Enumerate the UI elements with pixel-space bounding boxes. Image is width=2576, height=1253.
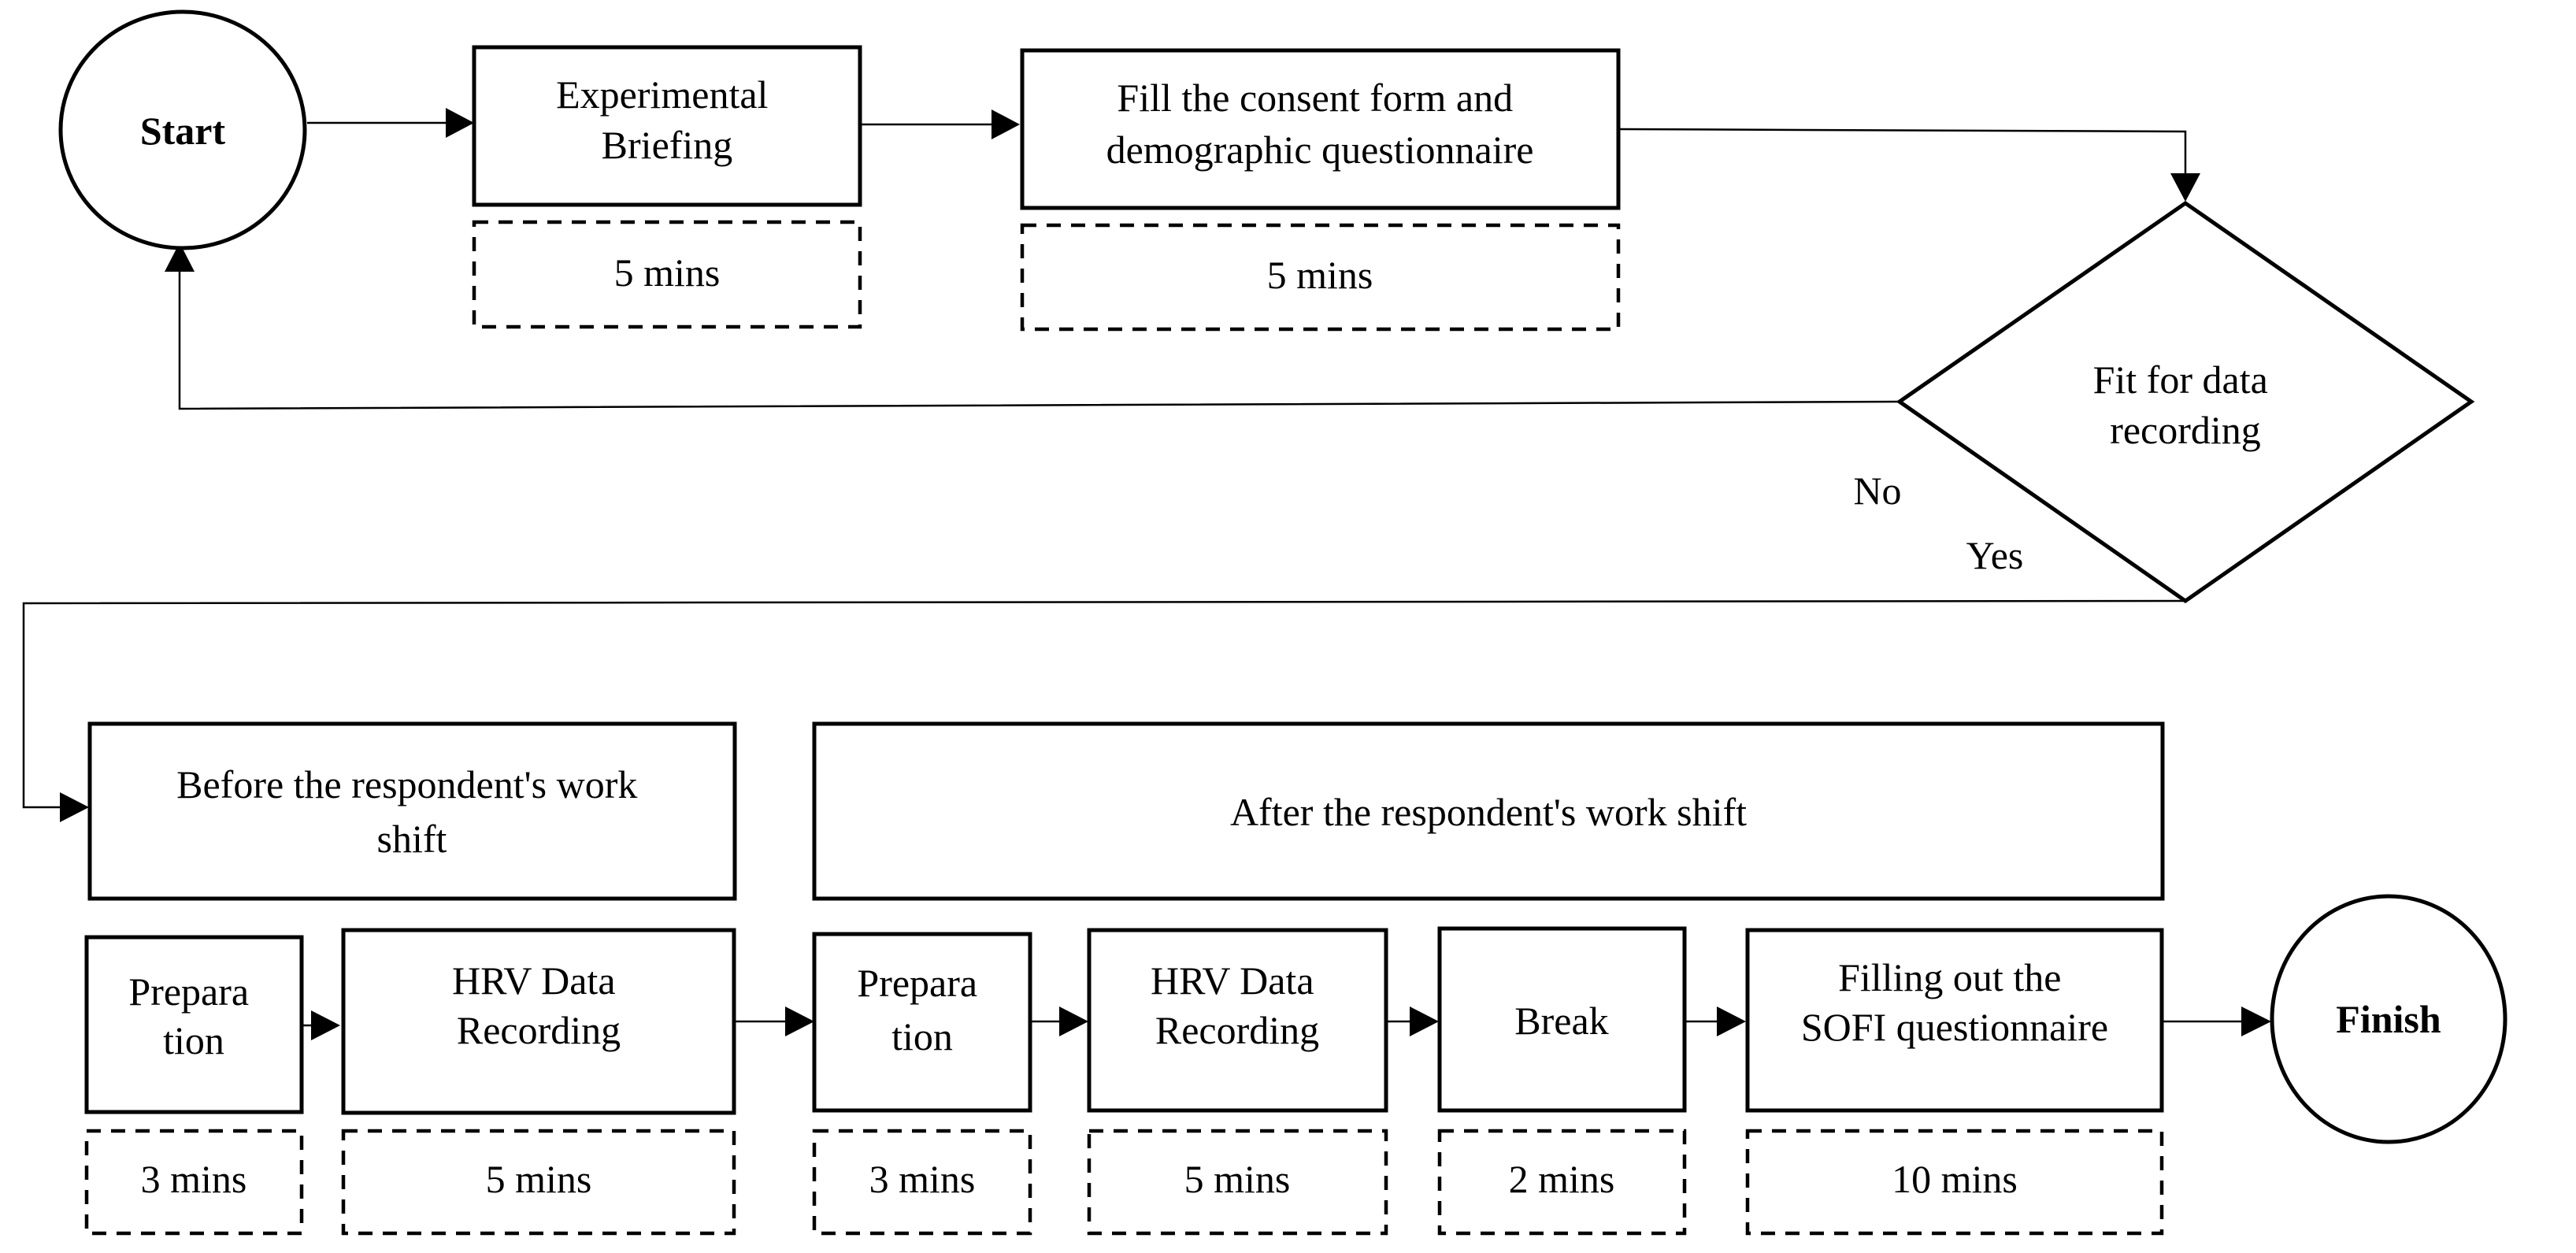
consent-duration-label: 5 mins bbox=[1267, 253, 1373, 297]
before-hrv-label: HRV Data Recording bbox=[452, 958, 625, 1052]
briefing-duration: 5 mins bbox=[472, 220, 862, 329]
arrow-yes-to-before-shift bbox=[22, 599, 2186, 809]
connectors bbox=[22, 108, 2271, 1040]
before-hrv-duration: 5 mins bbox=[341, 1129, 736, 1236]
consent-duration: 5 mins bbox=[1020, 223, 1621, 332]
sofi-label: Filling out the SOFI questionnaire bbox=[1801, 955, 2108, 1049]
sofi-duration-label: 10 mins bbox=[1892, 1157, 2018, 1201]
after-hrv-duration: 5 mins bbox=[1087, 1129, 1388, 1236]
after-hrv-duration-label: 5 mins bbox=[1184, 1157, 1291, 1201]
arrowhead-icon bbox=[311, 1010, 340, 1040]
start-label: Start bbox=[140, 109, 226, 153]
break-step: Break bbox=[1437, 926, 1687, 1113]
arrow-consent-to-decision bbox=[1619, 128, 2187, 173]
after-shift-label: After the respondent's work shift bbox=[1230, 790, 1747, 834]
decision-label: Fit for data recording bbox=[2093, 358, 2278, 452]
sofi-step: Filling out the SOFI questionnaire bbox=[1745, 928, 2164, 1113]
yes-label: Yes bbox=[1966, 533, 2024, 577]
briefing-duration-label: 5 mins bbox=[614, 250, 721, 295]
after-hrv-label: HRV Data Recording bbox=[1151, 958, 1324, 1052]
arrowhead-icon bbox=[785, 1006, 814, 1036]
arrow-no-back-to-start bbox=[178, 272, 1900, 410]
break-label: Break bbox=[1514, 999, 1608, 1043]
decision-node: Fit for data recording bbox=[1896, 200, 2475, 604]
after-hrv-step: HRV Data Recording bbox=[1087, 928, 1388, 1113]
arrowhead-icon bbox=[1410, 1006, 1439, 1036]
arrowhead-icon bbox=[2241, 1006, 2271, 1036]
after-prep-step: Prepara tion bbox=[812, 932, 1032, 1113]
arrowhead-icon bbox=[60, 792, 89, 822]
before-hrv-duration-label: 5 mins bbox=[486, 1157, 592, 1201]
arrowhead-icon bbox=[446, 108, 474, 138]
after-prep-label: Prepara tion bbox=[857, 961, 987, 1058]
sofi-duration: 10 mins bbox=[1745, 1129, 2164, 1236]
briefing-step: Experimental Briefing bbox=[472, 45, 862, 207]
arrowhead-icon bbox=[1059, 1006, 1088, 1036]
before-shift-header: Before the respondent's work shift bbox=[87, 721, 737, 901]
after-prep-duration: 3 mins bbox=[812, 1129, 1032, 1236]
start-node: Start bbox=[58, 9, 307, 250]
arrowhead-icon bbox=[991, 109, 1020, 139]
break-duration: 2 mins bbox=[1437, 1129, 1687, 1236]
finish-node: Finish bbox=[2270, 894, 2507, 1144]
finish-label: Finish bbox=[2336, 997, 2441, 1041]
arrowhead-icon bbox=[2170, 173, 2200, 202]
after-shift-header: After the respondent's work shift bbox=[812, 721, 2165, 901]
briefing-label: Experimental Briefing bbox=[556, 72, 778, 167]
before-prep-duration-label: 3 mins bbox=[141, 1157, 247, 1201]
after-prep-duration-label: 3 mins bbox=[869, 1157, 976, 1201]
before-prep-step: Prepara tion bbox=[84, 935, 304, 1114]
no-label: No bbox=[1853, 469, 1901, 513]
consent-label: Fill the consent form and demographic qu… bbox=[1106, 76, 1534, 172]
before-shift-label: Before the respondent's work shift bbox=[176, 762, 647, 861]
before-prep-duration: 3 mins bbox=[84, 1129, 304, 1236]
arrowhead-icon bbox=[1717, 1006, 1746, 1036]
consent-step: Fill the consent form and demographic qu… bbox=[1020, 48, 1621, 210]
break-duration-label: 2 mins bbox=[1509, 1157, 1615, 1201]
arrowhead-icon bbox=[165, 243, 195, 272]
before-prep-label: Prepara tion bbox=[128, 969, 258, 1062]
before-hrv-step: HRV Data Recording bbox=[341, 928, 736, 1115]
